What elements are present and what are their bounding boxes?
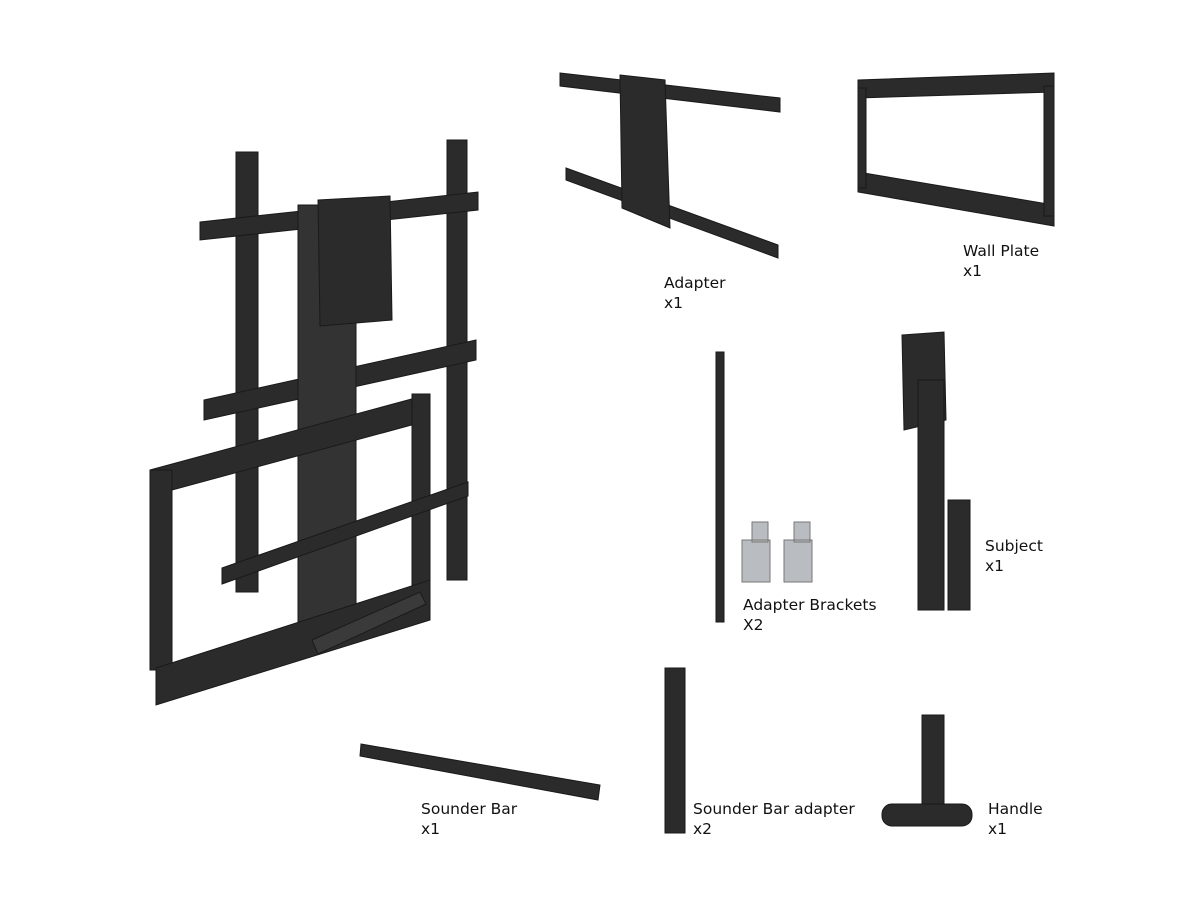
part-name: Subject: [985, 537, 1043, 555]
sounder-bar-label: Sounder Bar x1: [421, 799, 517, 839]
part-name: Wall Plate: [963, 242, 1040, 260]
part-qty: x1: [988, 820, 1008, 838]
subject-image: [901, 331, 971, 611]
adapter-brackets-image: [741, 521, 813, 583]
part-qty: x1: [664, 294, 684, 312]
wall-plate-image: [857, 72, 1055, 227]
adapter-rail-image: [715, 351, 725, 623]
part-name: Adapter Brackets: [743, 596, 877, 614]
adapter-image: [559, 72, 781, 259]
sounder-bar-adapter-label: Sounder Bar adapter x2: [693, 799, 855, 839]
sounder-bar-adapter-image: [664, 667, 686, 834]
wall-plate-label: Wall Plate x1: [963, 241, 1039, 281]
subject-label: Subject x1: [985, 536, 1043, 576]
part-name: Handle: [988, 800, 1043, 818]
part-qty: X2: [743, 616, 764, 634]
handle-image: [881, 714, 973, 827]
part-name: Adapter: [664, 274, 726, 292]
part-qty: x2: [693, 820, 713, 838]
part-name: Sounder Bar adapter: [693, 800, 855, 818]
handle-label: Handle x1: [988, 799, 1043, 839]
part-name: Sounder Bar: [421, 800, 518, 818]
adapter-label: Adapter x1: [664, 273, 726, 313]
part-qty: x1: [421, 820, 441, 838]
sounder-bar-image: [359, 743, 601, 801]
part-qty: x1: [963, 262, 983, 280]
assembled-mount-image: [149, 139, 479, 706]
part-qty: x1: [985, 557, 1005, 575]
